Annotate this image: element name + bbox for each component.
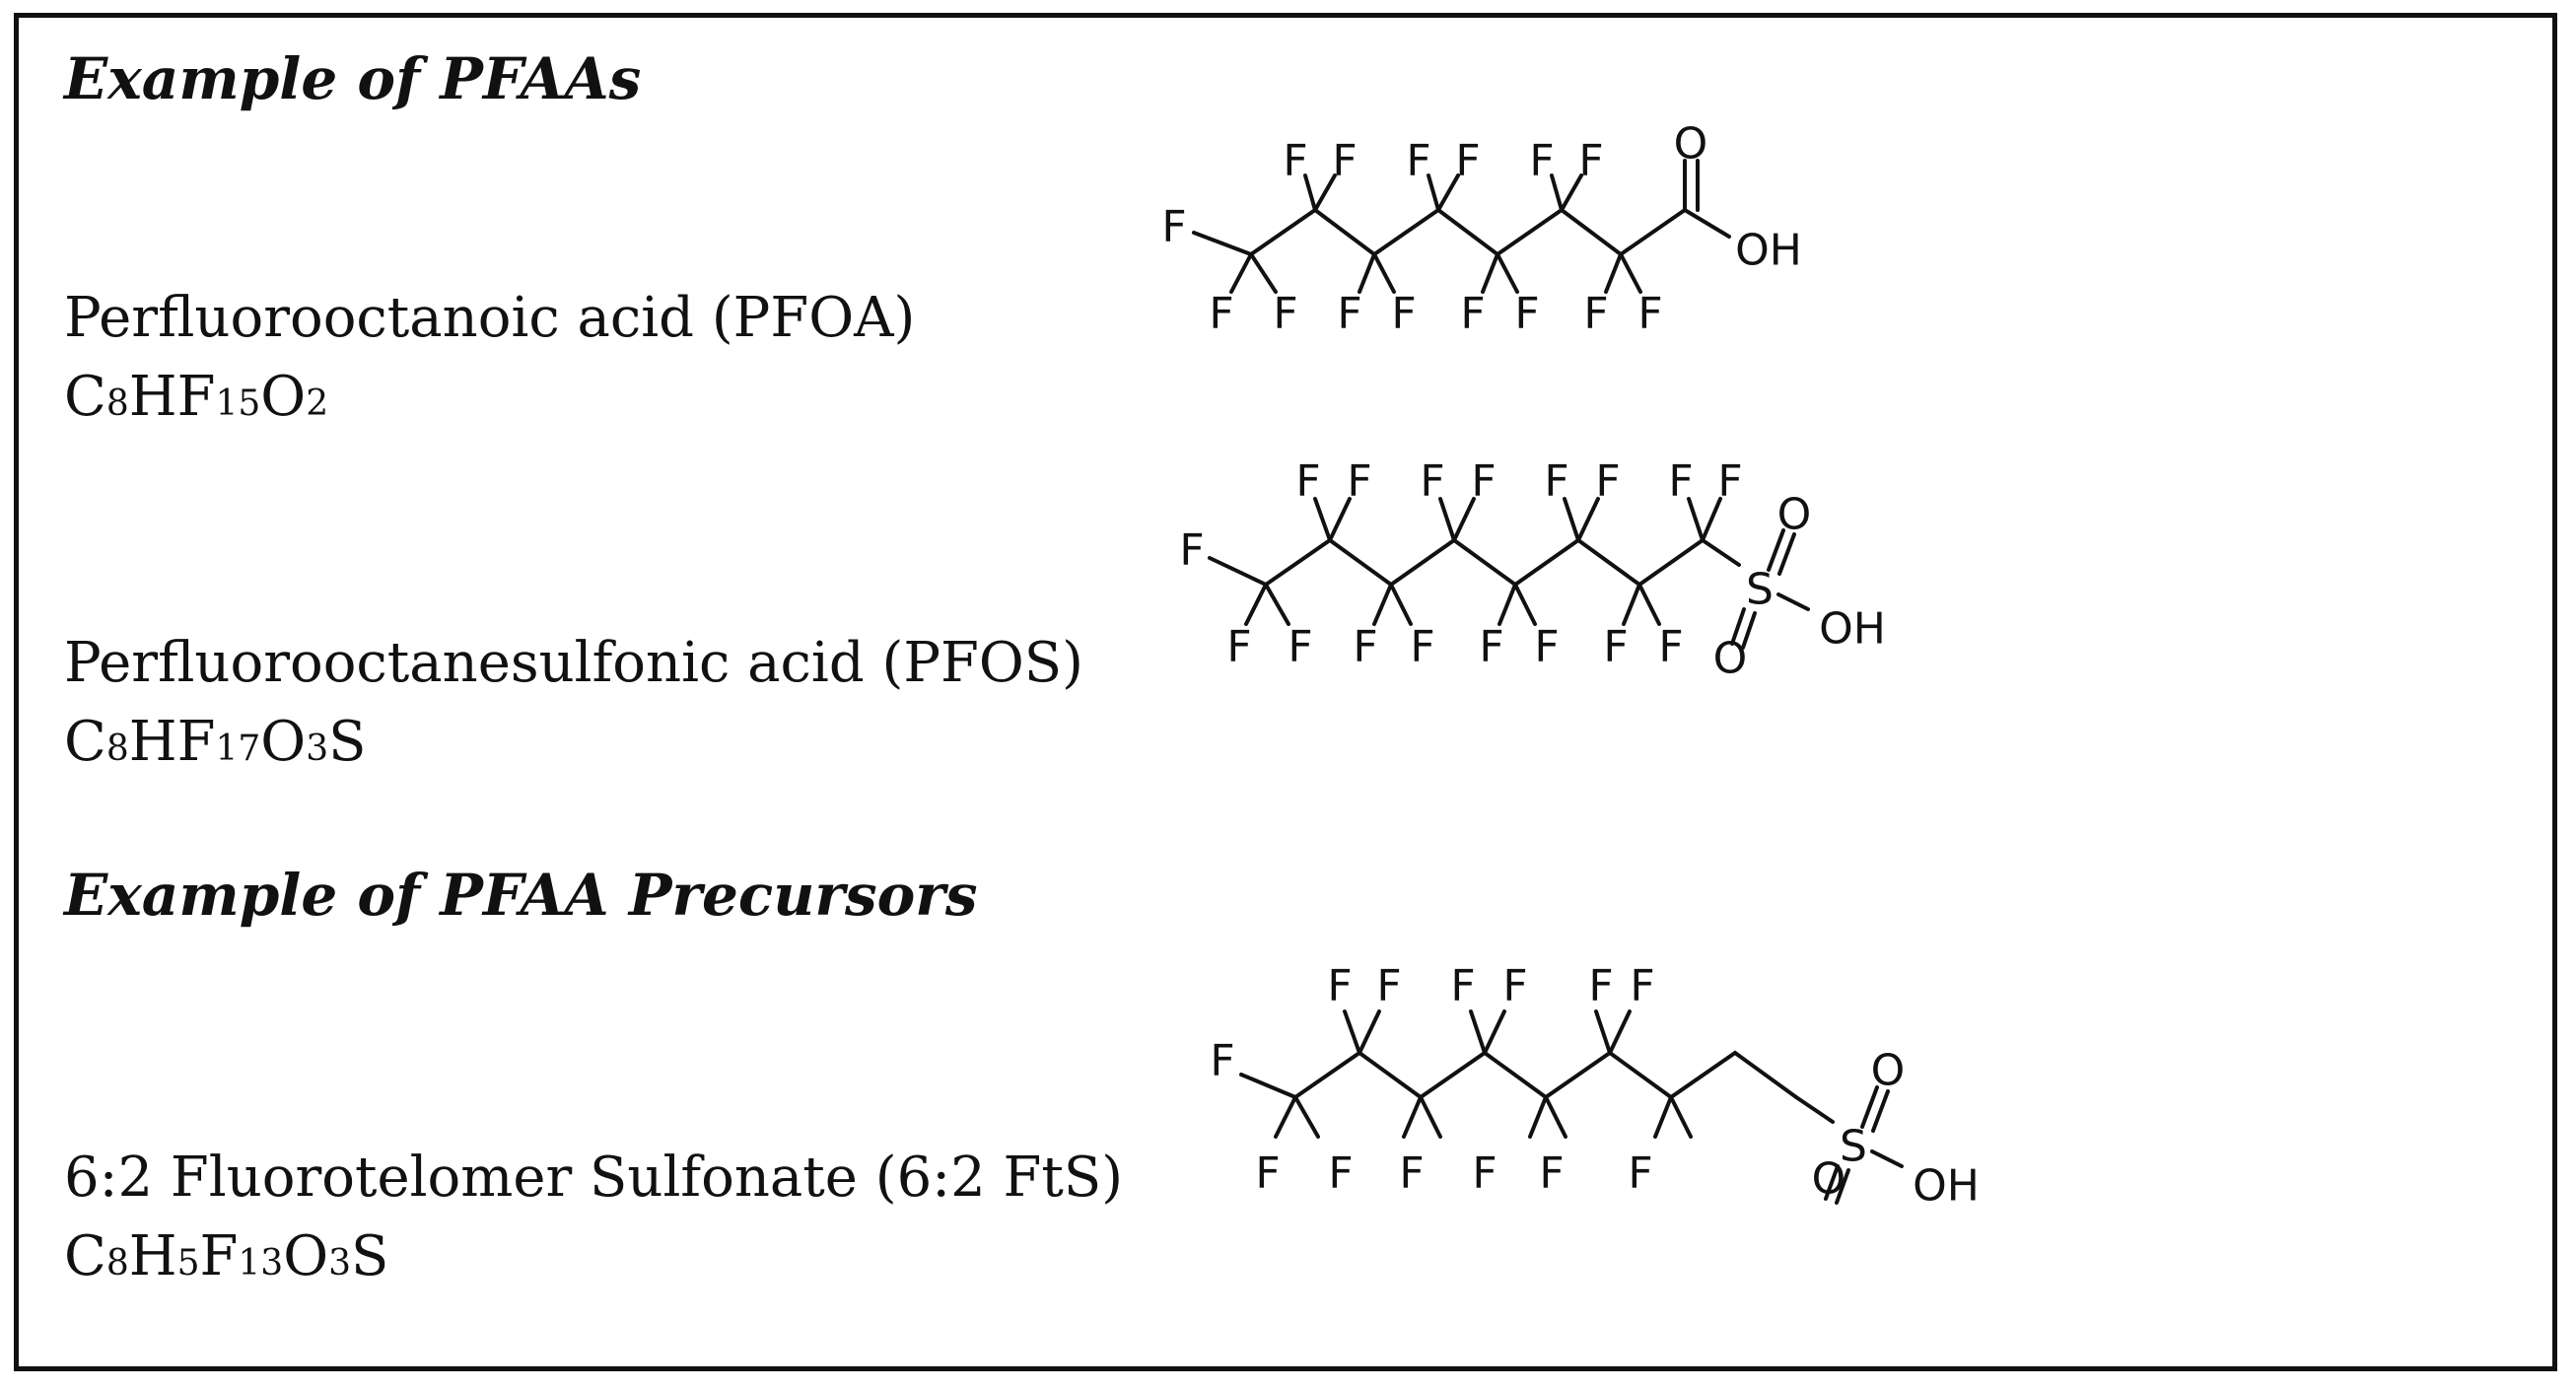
atom-f: F (1471, 456, 1496, 507)
atom-f: F (1410, 622, 1434, 672)
atom-f: F (1179, 525, 1204, 576)
atom-f: F (1376, 961, 1401, 1011)
atom-f: F (1283, 136, 1307, 186)
atom-f: F (1588, 961, 1613, 1011)
atom-f: F (1161, 202, 1186, 252)
atom-f: F (1332, 136, 1357, 186)
atom-f: F (1420, 456, 1444, 507)
atom-oh: OH (1913, 1161, 1980, 1212)
atom-f: F (1544, 456, 1568, 507)
atom-f: F (1226, 622, 1251, 672)
formula-element: HF (128, 365, 216, 429)
atom-f: F (1502, 961, 1527, 1011)
atom-o: O (1713, 634, 1748, 684)
backbone (1293, 1050, 1798, 1100)
atom-f: F (1210, 1036, 1234, 1086)
compound-formula-pfoa: C8HF15O2 (64, 365, 328, 429)
atom-f: F (1288, 622, 1312, 672)
compound-name-pfos: Perfluorooctanesulfonic acid (PFOS) (64, 631, 1083, 695)
atom-f: F (1353, 622, 1377, 672)
atom-f: F (1668, 456, 1693, 507)
atom-o: O (1777, 490, 1812, 540)
formula-subscript: 8 (105, 1243, 129, 1284)
atom-o: O (1674, 119, 1708, 170)
atom-s: S (1746, 565, 1774, 615)
compound-formula-pfos: C8HF17O3S (64, 710, 366, 774)
formula-element: O (283, 1224, 329, 1288)
atom-f: F (1595, 456, 1620, 507)
formula-subscript: 15 (215, 383, 261, 424)
atom-f: F (1583, 289, 1608, 339)
atom-s: S (1840, 1122, 1867, 1172)
atom-f: F (1717, 456, 1742, 507)
formula-element: S (328, 710, 367, 774)
atom-f: F (1455, 136, 1480, 186)
formula-subscript: 17 (215, 729, 261, 769)
atom-f: F (1391, 289, 1416, 339)
atom-o: O (1871, 1046, 1906, 1096)
formula-element: O (260, 710, 307, 774)
formula-subscript: 5 (176, 1243, 200, 1284)
atom-f: F (1255, 1148, 1280, 1199)
atom-f: F (1630, 961, 1654, 1011)
atom-f: F (1514, 289, 1539, 339)
atom-f: F (1460, 289, 1485, 339)
atom-oh: OH (1819, 604, 1886, 655)
atom-f: F (1637, 289, 1662, 339)
formula-element: F (199, 1224, 239, 1288)
atom-f: F (1479, 622, 1503, 672)
atom-f: F (1603, 622, 1628, 672)
atom-f: F (1534, 622, 1559, 672)
formula-element: C (64, 365, 106, 429)
atom-f: F (1628, 1148, 1652, 1199)
compound-name-62fts: 6:2 Fluorotelomer Sulfonate (6:2 FtS) (64, 1146, 1124, 1210)
structure-pfos: F F F F F F F F F F F F F F F F F S O O … (1179, 456, 1886, 684)
formula-subscript: 8 (105, 729, 129, 769)
atom-f: F (1273, 289, 1297, 339)
formula-subscript: 2 (306, 383, 329, 424)
atom-f: F (1578, 136, 1603, 186)
formula-element: HF (128, 710, 216, 774)
atom-o: O (1812, 1154, 1846, 1205)
atom-f: F (1529, 136, 1554, 186)
backbone (1264, 537, 1705, 588)
heading-pfaas: Example of PFAAs (64, 45, 642, 112)
formula-subscript: 13 (238, 1243, 284, 1284)
atom-f: F (1406, 136, 1430, 186)
formula-subscript: 8 (105, 383, 129, 424)
formula-subscript: 3 (306, 729, 329, 769)
atom-f: F (1399, 1148, 1424, 1199)
formula-element: C (64, 710, 106, 774)
atom-oh: OH (1735, 226, 1802, 276)
atom-f: F (1327, 961, 1352, 1011)
atom-f: F (1295, 456, 1320, 507)
structure-pfoa: F F F F F F F F F F F F F F F O OH (1161, 119, 1802, 339)
formula-subscript: 3 (328, 1243, 352, 1284)
atom-f: F (1209, 289, 1233, 339)
compound-name-pfoa: Perfluorooctanoic acid (PFOA) (64, 286, 916, 350)
atom-f: F (1539, 1148, 1564, 1199)
formula-element: O (260, 365, 307, 429)
figure-frame: Example of PFAAs Perfluorooctanoic acid … (14, 13, 2557, 1371)
structure-62fts: F F F F F F F F F F F F F S O O OH (1210, 961, 1980, 1212)
formula-element: C (64, 1224, 106, 1288)
atom-f: F (1328, 1148, 1353, 1199)
heading-precursors: Example of PFAA Precursors (64, 862, 978, 929)
formula-element: S (351, 1224, 389, 1288)
compound-formula-62fts: C8H5F13O3S (64, 1224, 388, 1288)
atom-f: F (1450, 961, 1475, 1011)
atom-f: F (1347, 456, 1371, 507)
formula-element: H (128, 1224, 177, 1288)
backbone (1249, 207, 1687, 257)
atom-f: F (1337, 289, 1361, 339)
atom-f: F (1658, 622, 1683, 672)
atom-f: F (1472, 1148, 1497, 1199)
